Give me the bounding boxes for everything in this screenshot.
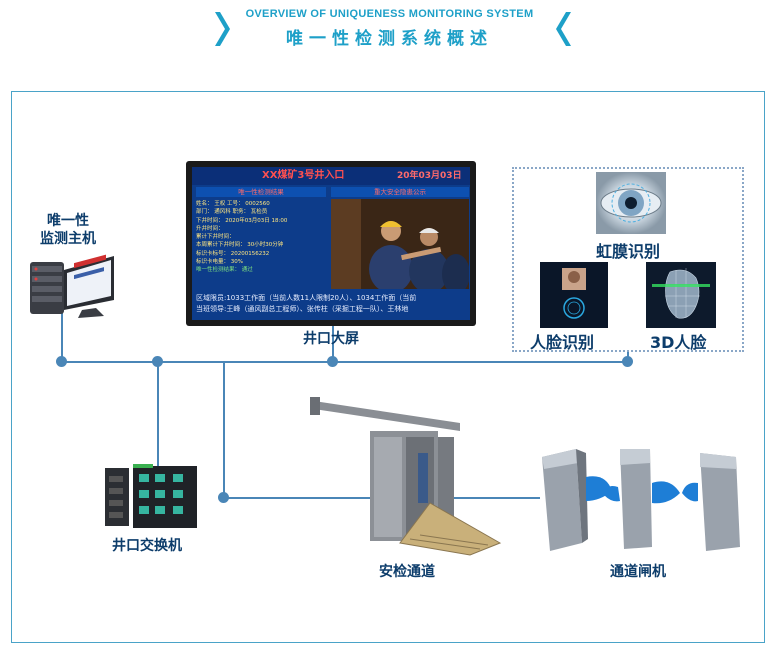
screen-title-bar: XX煤矿3号井入口 20年03月03日 bbox=[192, 167, 470, 185]
bus-node bbox=[327, 356, 338, 367]
security-channel-icon bbox=[310, 397, 502, 556]
ticker-line-1: 区域限员:1033工作面（当前人数11人限制20人）、1034工作面（当前 bbox=[196, 294, 417, 302]
info-line: 升井时间： bbox=[196, 225, 224, 232]
header-title-zh: 唯一性检测系统概述 bbox=[286, 29, 493, 49]
screen-connector bbox=[332, 326, 334, 362]
iris-label: 虹膜识别 bbox=[596, 242, 661, 261]
bus-node bbox=[152, 356, 163, 367]
host-label-line2: 监测主机 bbox=[40, 231, 96, 247]
security-channel-label: 安检通道 bbox=[379, 564, 435, 580]
face-3d-icon bbox=[646, 262, 716, 328]
worker-info-list: 姓名： 王权 工号： 0002560 部门： 通风科 职务： 瓦检员 下井时间：… bbox=[196, 200, 326, 290]
info-line: 下井时间： 2020年03月03日 18:00 bbox=[196, 217, 288, 224]
left-chevron-icon bbox=[215, 12, 230, 46]
left-panel-header: 唯一性检测结果 bbox=[196, 187, 326, 197]
turnstile-gate-icon bbox=[542, 449, 740, 551]
header-title-en: OVERVIEW OF UNIQUENESS MONITORING SYSTEM bbox=[245, 8, 534, 20]
face-label: 人脸识别 bbox=[530, 333, 595, 352]
right-chevron-icon bbox=[556, 12, 571, 46]
wellhead-screen-display: XX煤矿3号井入口 20年03月03日 唯一性检测结果 重大安全隐患公示 姓名：… bbox=[192, 167, 470, 320]
bus-node bbox=[56, 356, 67, 367]
info-line: 本周累计下井时间： 30小时30分钟 bbox=[196, 242, 284, 249]
right-panel-header: 重大安全隐患公示 bbox=[331, 187, 469, 197]
bus-node bbox=[622, 356, 633, 367]
switch-label: 井口交换机 bbox=[112, 538, 182, 554]
info-line: 唯一性检测结果： 通过 bbox=[196, 267, 253, 274]
ticker-line-2: 当班领导:王峰（通风副总工程师）、张传柱（采掘工程一队）、王林地 bbox=[196, 305, 409, 313]
miners-photo bbox=[331, 199, 469, 289]
screen-ticker: 区域限员:1033工作面（当前人数11人限制20人）、1034工作面（当前 当班… bbox=[196, 293, 466, 315]
branch-connector bbox=[223, 361, 225, 499]
diagram-frame bbox=[11, 91, 765, 643]
info-line: 累计下井时间： bbox=[196, 234, 235, 241]
host-label: 唯一性 监测主机 bbox=[28, 212, 108, 248]
face3d-label: 3D人脸 bbox=[650, 333, 707, 352]
switch-connector bbox=[157, 361, 159, 468]
info-line: 部门： 通风科 职务： 瓦检员 bbox=[196, 209, 268, 216]
info-line: 标识卡电量： 30% bbox=[196, 259, 243, 266]
info-line: 标识卡标号： 20200156232 bbox=[196, 250, 270, 257]
screen-title: XX煤矿3号井入口 bbox=[262, 170, 345, 181]
gate-label: 通道闸机 bbox=[610, 564, 666, 580]
iris-scan-icon bbox=[596, 172, 666, 234]
info-line: 姓名： 王权 工号： 0002560 bbox=[196, 201, 270, 207]
bus-node bbox=[218, 492, 229, 503]
main-bus-line bbox=[61, 361, 629, 363]
server-computer-icon bbox=[30, 254, 114, 318]
host-connector bbox=[61, 300, 63, 362]
face-recognition-icon bbox=[540, 262, 608, 328]
screen-label: 井口大屏 bbox=[303, 331, 359, 347]
network-switch-icon bbox=[105, 464, 197, 528]
host-label-line1: 唯一性 bbox=[47, 213, 89, 229]
screen-date: 20年03月03日 bbox=[397, 171, 462, 181]
biometric-group bbox=[512, 167, 744, 352]
